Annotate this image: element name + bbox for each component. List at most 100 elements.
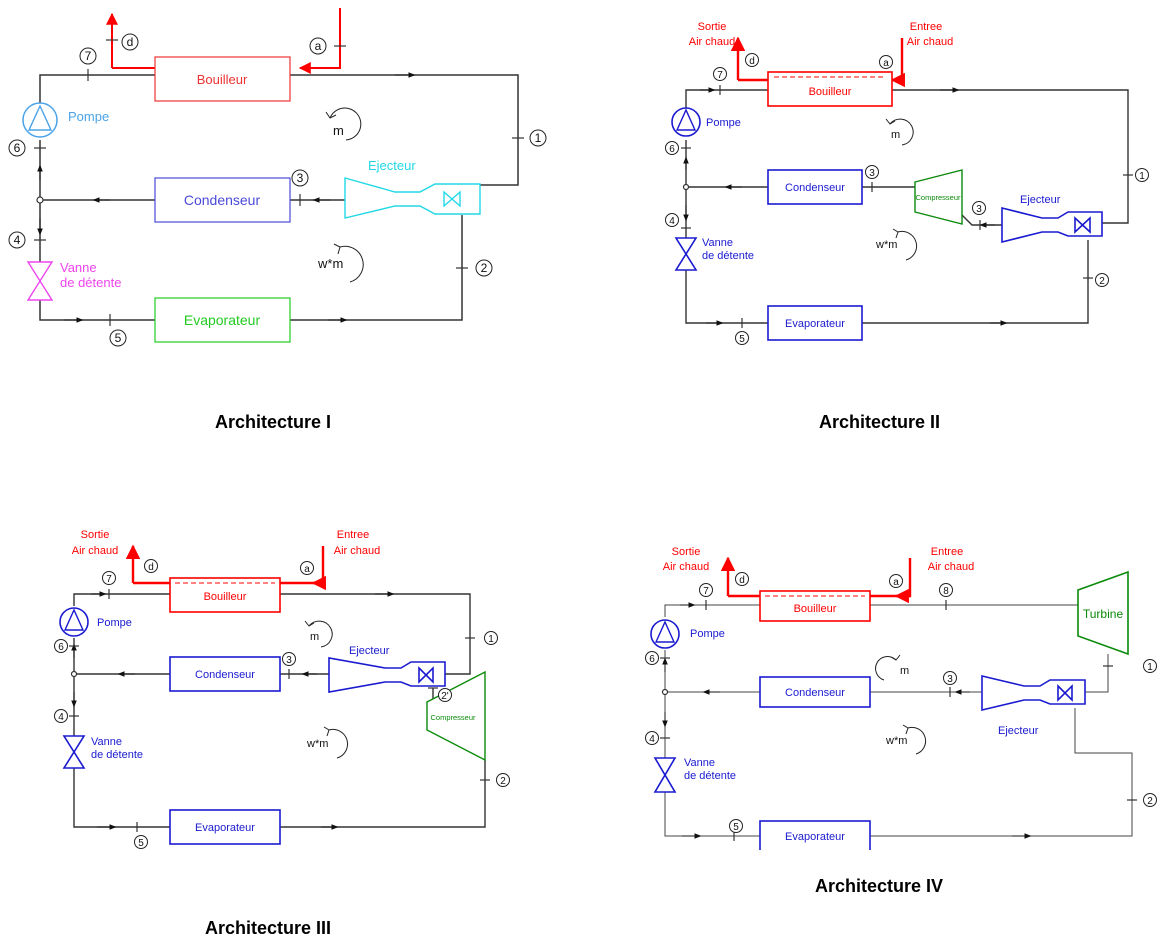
arch4-port-d: d (739, 575, 745, 586)
arch1-state-7: 7 (85, 49, 92, 63)
arch2-loop-m-icon (885, 118, 914, 146)
arch4-loop-wm-label: w*m (885, 735, 907, 747)
arch3-state-ticks (69, 589, 490, 832)
arch1-evaporator (154, 297, 291, 343)
arch1-condenser (154, 177, 291, 223)
arch2-hot-in-1: Entree (910, 21, 942, 33)
arch1-ejector-icon (344, 177, 481, 219)
arch1-loop-m-icon (325, 107, 362, 141)
arch2-port-a: a (883, 58, 889, 69)
arch4-state-ticks (660, 600, 1137, 841)
arch3-state-7: 7 (106, 574, 112, 585)
arch4-state-8: 8 (943, 586, 949, 597)
arch4-state-4: 4 (649, 734, 655, 745)
arch3-hot-in-2: Air chaud (334, 545, 380, 557)
arch2-ejector-label: Ejecteur (1020, 194, 1061, 206)
arch1-boiler-label: Bouilleur (197, 72, 248, 87)
arch3-boiler (169, 577, 281, 613)
arch1-flow-arrows (37, 72, 416, 323)
arch3-state-markers (54, 559, 510, 849)
arch1-port-a: a (315, 39, 322, 53)
arch2-boiler-label: Bouilleur (809, 86, 852, 98)
arch1-evaporator-label: Evaporateur (184, 312, 261, 328)
arch4-loop-m-label: m (900, 665, 909, 677)
arch4-state-3: 3 (947, 674, 953, 685)
arch3-evaporator (169, 809, 281, 845)
arch1-state-ticks (34, 39, 524, 326)
arch1-ejector-label: Ejecteur (368, 158, 416, 173)
arch4-state-7: 7 (703, 586, 709, 597)
arch4-flow-arrows (662, 602, 1032, 839)
arch4-valve-label-1: Vanne (684, 757, 715, 769)
arch2-loop-wm-icon (892, 228, 918, 261)
arch2-state-5: 5 (739, 334, 745, 345)
arch2-valve-label-1: Vanne (702, 237, 733, 249)
arch4-boiler-label: Bouilleur (794, 603, 837, 615)
arch3-loop-wm-label: w*m (306, 738, 328, 750)
arch3-valve-icon (62, 735, 86, 769)
arch4-ejector-label: Ejecteur (998, 725, 1039, 737)
arch1-boiler (154, 56, 291, 102)
arch2-state-3a: 3 (869, 168, 875, 179)
arch4-port-a: a (893, 577, 899, 588)
arch3-pump-label: Pompe (97, 617, 132, 629)
arch2-loop-m-label: m (891, 129, 900, 141)
arch3-title: Architecture III (205, 918, 332, 938)
arch2-flow-arrows (683, 87, 1008, 326)
arch2-condenser (767, 169, 863, 205)
arch2-hot-in-2: Air chaud (907, 36, 953, 48)
arch2-valve-icon (674, 237, 698, 271)
arch2-pipes (685, 89, 1129, 324)
arch2-valve-label-2: de détente (702, 250, 754, 262)
arch3-pipes (73, 593, 486, 828)
arch1-loop-wm-icon (333, 243, 364, 283)
arch1-state-2: 2 (481, 261, 488, 275)
arch2-boiler (767, 71, 893, 107)
arch2-state-4: 4 (669, 216, 675, 227)
arch4-pump-icon (650, 619, 680, 649)
arch4-turbine-icon (1077, 570, 1129, 656)
arch1-state-6: 6 (14, 141, 21, 155)
arch1-title: Architecture I (215, 412, 332, 432)
arch2-pump-label: Pompe (706, 117, 741, 129)
arch3-loop-m-icon (304, 620, 333, 648)
arch4-condenser (759, 676, 871, 708)
arch3-ejector-icon (328, 657, 446, 693)
arch3-port-d: d (148, 562, 154, 573)
arch3-compressor-label: Compresseur (430, 713, 476, 722)
arch2-evaporator (767, 305, 863, 341)
arch3-state-6: 6 (58, 642, 64, 653)
arch1-valve-icon (26, 261, 54, 301)
arch1-loop-m-label: m (333, 123, 344, 138)
arch3-state-5: 5 (138, 838, 144, 849)
arch1-pump-icon (22, 102, 58, 138)
arch4-ejector-icon (981, 674, 1086, 712)
arch3-hot-in-1: Entree (337, 529, 369, 541)
arch3-loop-m-label: m (310, 631, 319, 643)
arch4-state-2: 2 (1147, 796, 1153, 807)
arch2-evaporator-label: Evaporateur (785, 318, 845, 330)
arch4-pipes (664, 604, 1133, 837)
arch2-pump-icon (671, 107, 701, 137)
arch1-loop-wm-label: w*m (317, 256, 343, 271)
arch1-condenser-label: Condenseur (184, 192, 261, 208)
arch4-turbine-label: Turbine (1083, 607, 1124, 621)
arch3-hot-out-1: Sortie (81, 529, 110, 541)
arch2-compressor-icon (914, 169, 963, 225)
arch3-hot-out-2: Air chaud (72, 545, 118, 557)
arch3-evaporator-label: Evaporateur (195, 822, 255, 834)
arch3-ejector-label: Ejecteur (349, 645, 390, 657)
arch4-state-1: 1 (1147, 662, 1153, 673)
arch3-condenser (169, 656, 281, 692)
arch1-state-1: 1 (535, 131, 542, 145)
arch2-hot-out-1: Sortie (698, 21, 727, 33)
arch3-state-2prime: 2' (441, 691, 449, 702)
arch4-evaporator (759, 820, 871, 850)
arch4-state-markers (645, 572, 1157, 833)
arch4-title: Architecture IV (815, 876, 944, 896)
arch3-compressor-icon (426, 670, 486, 762)
arch1-state-4: 4 (14, 233, 21, 247)
arch2-port-d: d (749, 56, 755, 67)
arch1-state-3: 3 (297, 171, 304, 185)
architecture-4-diagram: Sortie Air chaud Entree Air chaud Bouill… (645, 546, 1157, 850)
